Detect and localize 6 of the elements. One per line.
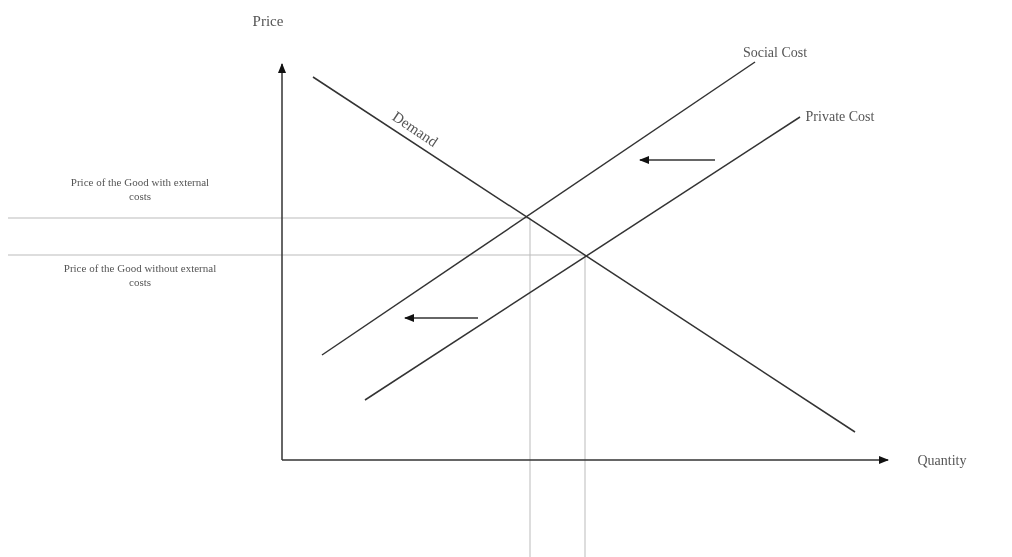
axis-label: Quantity	[916, 452, 968, 470]
price-label: Price of the Good with external costs	[69, 176, 211, 204]
curve-label: Private Cost	[804, 108, 876, 126]
curve-label: Social Cost	[741, 44, 809, 62]
price-label: Price of the Good without external costs	[62, 262, 218, 290]
axis-label: Price	[251, 12, 285, 31]
